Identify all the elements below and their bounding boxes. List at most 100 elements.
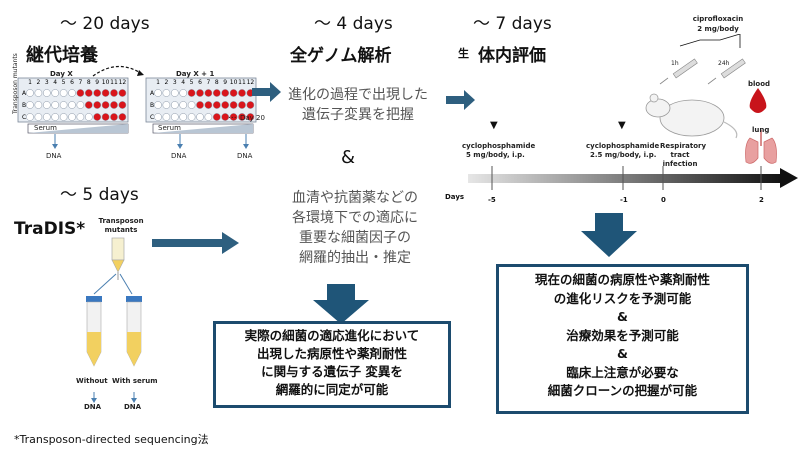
plate-well xyxy=(93,113,102,121)
right-box-line1: 現在の細菌の病原性や薬剤耐性 xyxy=(534,272,710,287)
plate-well xyxy=(162,89,171,97)
plate-well xyxy=(84,113,93,121)
plate-col-label: 10 xyxy=(230,79,238,86)
lung-icon xyxy=(745,137,777,164)
tick-minus5: -5 xyxy=(488,196,496,204)
plate-well xyxy=(221,113,230,121)
ampersand-center: & xyxy=(341,147,356,168)
plate-well xyxy=(68,113,76,121)
plate-well xyxy=(51,101,60,109)
plate-col-label: 6 xyxy=(70,79,74,86)
plate-well xyxy=(212,101,221,109)
plate-well xyxy=(84,89,93,97)
without-label: Without xyxy=(76,377,108,385)
plate-col-label: 9 xyxy=(223,79,227,86)
syringe-24h xyxy=(707,58,746,85)
right-box-amp1: & xyxy=(617,309,628,324)
plate-well xyxy=(93,101,102,109)
plate-row-label: C xyxy=(150,114,154,121)
plate-well xyxy=(26,89,34,97)
plate2-title: Day X + 1 xyxy=(176,70,215,78)
ellipsis: ... xyxy=(228,111,237,121)
tradis-text-line1: 血清や抗菌薬などの xyxy=(292,190,418,206)
plate-col-label: 3 xyxy=(45,79,49,86)
plate-well xyxy=(162,113,171,121)
plate-col-label: 2 xyxy=(164,79,168,86)
plate-well xyxy=(170,113,179,121)
result-box-right: 現在の細菌の病原性や薬剤耐性 の進化リスクを予測可能 & 治療効果を予測可能 &… xyxy=(496,264,749,414)
triangle-marker-1: ▼ xyxy=(490,120,498,131)
genome-text-line2: 遺伝子変異を把握 xyxy=(302,107,414,123)
plate-col-label: 7 xyxy=(206,79,210,86)
plate-well xyxy=(187,89,196,97)
mutants-label: mutants xyxy=(104,226,138,234)
plate-well xyxy=(196,89,204,97)
plate-well xyxy=(42,101,51,109)
blood-label: blood xyxy=(748,80,771,88)
plate-row-label: B xyxy=(150,102,154,109)
plate-row-label: A xyxy=(22,90,27,97)
plate-well xyxy=(204,113,213,121)
center-box-line4: 網羅的に同定が可能 xyxy=(275,382,389,397)
plate-well xyxy=(204,89,213,97)
days-label-20: ～ 20 days xyxy=(60,14,150,34)
whole-genome-title: 全ゲノム解析 xyxy=(290,46,392,66)
right-box-line3: 治療効果を予測可能 xyxy=(566,327,679,343)
mouse-figure xyxy=(645,34,777,164)
plate-col-label: 5 xyxy=(190,79,194,86)
cyclo2-dose: 2.5 mg/body, i.p. xyxy=(590,151,657,159)
plate-well xyxy=(34,89,43,97)
plate-well xyxy=(68,89,76,97)
cyclo2-label: cyclophosphamide xyxy=(586,142,660,150)
plate-well xyxy=(187,113,196,121)
plate-row-label: A xyxy=(150,90,155,97)
plate-well xyxy=(34,113,43,121)
center-box-line2: 出現した病原性や薬剤耐性 xyxy=(256,346,407,361)
plate-well xyxy=(187,101,196,109)
tubes-figure xyxy=(86,237,142,403)
plate-well xyxy=(118,113,127,121)
plate-well xyxy=(154,101,162,109)
plate-well xyxy=(68,101,76,109)
plate-well xyxy=(93,89,102,97)
days-label-4: ～ 4 days xyxy=(314,14,393,34)
right-box-line2: の進化リスクを予測可能 xyxy=(553,290,692,306)
flow-arrow-2 xyxy=(446,90,475,110)
tradis-text-line2: 各環境下での適応に xyxy=(292,210,418,226)
resp-label-3: infection xyxy=(662,160,698,168)
days-axis-label: Days xyxy=(445,193,465,201)
flow-arrow-1 xyxy=(252,82,281,102)
plate-col-label: 4 xyxy=(53,79,57,86)
ciprofloxacin-label: ciprofloxacin xyxy=(692,15,744,23)
right-box-line4: 臨床上注意が必要な xyxy=(566,364,679,380)
tick-0: 0 xyxy=(661,196,666,204)
plate-well xyxy=(154,89,162,97)
plate-well xyxy=(162,101,171,109)
plate-col-label: 8 xyxy=(215,79,219,86)
syringe-1h xyxy=(659,58,698,85)
plate-well xyxy=(110,89,118,97)
plate-well xyxy=(196,101,204,109)
time-24h-label: 24h xyxy=(718,60,730,67)
plate-col-label: 2 xyxy=(36,79,40,86)
plate-row-label: C xyxy=(22,114,26,121)
plate-well xyxy=(118,101,127,109)
plate-well xyxy=(238,113,246,121)
plate-well xyxy=(221,101,230,109)
plate-well xyxy=(42,89,51,97)
plate-col-label: 10 xyxy=(102,79,110,86)
plate-well xyxy=(34,101,43,109)
plate-well xyxy=(84,101,93,109)
tick-2: 2 xyxy=(759,196,764,204)
transposon-mutants-side-label: Transposon mutants xyxy=(12,53,19,114)
in-vivo-prefix: 生 xyxy=(458,47,469,60)
plate-well xyxy=(246,101,255,109)
plate-col-label: 4 xyxy=(181,79,185,86)
plate-well xyxy=(101,89,110,97)
plate-well xyxy=(59,113,68,121)
serum-label-1: Serum xyxy=(34,124,57,132)
right-box-amp2: & xyxy=(617,346,628,361)
plate-well xyxy=(212,89,221,97)
days-label-5: ～ 5 days xyxy=(60,185,139,205)
